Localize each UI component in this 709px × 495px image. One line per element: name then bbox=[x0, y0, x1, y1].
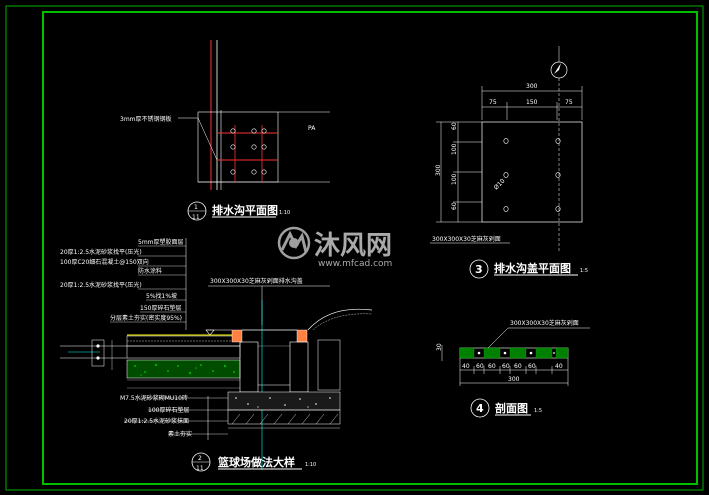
detail-1-number: 1 bbox=[194, 204, 198, 211]
detail-4-top-label: 300X300X30芝麻灰剁面 bbox=[510, 319, 579, 327]
watermark-url: www.mfcad.com bbox=[318, 259, 392, 269]
detail-2-upper-labels: 5mm厚塑胶面层 20厚1:2.5水泥砂浆找平(压光) 100厚C20细石混凝土… bbox=[60, 238, 184, 322]
detail-4-dim-1: 40 bbox=[462, 363, 470, 370]
watermark-logo-icon bbox=[277, 226, 311, 260]
detail-2-sheet: 11 bbox=[196, 465, 204, 472]
detail-3-scale: 1:5 bbox=[580, 268, 588, 274]
detail-1-sheet: 11 bbox=[192, 214, 200, 221]
detail-2-scale: 1:10 bbox=[305, 462, 316, 468]
detail-3-bottom-label: 300X300X30芝麻灰剁面 bbox=[432, 235, 501, 243]
detail-2-title: 篮球场做法大样 bbox=[217, 455, 295, 469]
detail-2-left-break bbox=[60, 339, 127, 370]
detail-1-steel-label: 3mm厚不锈钢钢板 bbox=[120, 115, 172, 123]
detail-3-side-dim-4: 60 bbox=[451, 202, 458, 210]
detail-3-top-total: 300 bbox=[526, 83, 538, 90]
detail-3-top-dim-1: 75 bbox=[489, 99, 497, 106]
detail-4-dim-4: 60 bbox=[502, 363, 510, 370]
detail-4-title-circle bbox=[470, 398, 490, 418]
detail-4-dim-2: 60 bbox=[476, 363, 484, 370]
detail-4-dim-7: 40 bbox=[555, 363, 563, 370]
detail-1-title: 排水沟平面图 bbox=[212, 203, 278, 217]
detail-4-title: 剖面图 bbox=[495, 401, 528, 415]
detail-3-cover-plan: 300 75 150 75 Ø10 300 60 100 100 60 300X… bbox=[430, 46, 588, 279]
detail-1-plan: 3mm厚不锈钢钢板 PA 1 11 排水沟平面图 1:10 bbox=[120, 40, 330, 221]
layer-label-6: 5%找1%坡 bbox=[146, 292, 177, 300]
watermark: 沐风网 www.mfcad.com bbox=[277, 226, 392, 269]
drawing-border-inner bbox=[42, 11, 698, 485]
detail-2-section: 5mm厚塑胶面层 20厚1:2.5水泥砂浆找平(压光) 100厚C20细石混凝土… bbox=[60, 238, 373, 472]
detail-4-total: 300 bbox=[508, 376, 520, 383]
detail-4-dim-6: 60 bbox=[528, 363, 536, 370]
lower-label-4: 素土夯实 bbox=[168, 430, 192, 438]
detail-3-title-circle bbox=[469, 259, 489, 279]
detail-3-side-dim-2: 100 bbox=[451, 143, 458, 155]
layer-label-3: 100厚C20细石混凝土@150双向 bbox=[60, 258, 149, 266]
layer-label-7: 150厚碎石垫层 bbox=[140, 304, 181, 312]
lower-label-2: 100厚碎石垫层 bbox=[148, 406, 189, 414]
layer-label-2: 20厚1:2.5水泥砂浆找平(压光) bbox=[60, 248, 142, 256]
detail-3-side-dim-3: 100 bbox=[451, 173, 458, 185]
detail-3-top-dim-2: 150 bbox=[526, 99, 538, 106]
detail-3-side-total: 300 bbox=[435, 164, 442, 176]
detail-2-number: 2 bbox=[198, 455, 202, 462]
detail-3-number: 3 bbox=[475, 263, 483, 276]
lower-label-1: M7.5水泥砂浆砌MU10砖 bbox=[120, 394, 188, 402]
detail-3-title: 排水沟盖平面图 bbox=[494, 261, 571, 275]
layer-label-4: 防水涂料 bbox=[138, 267, 162, 275]
detail-1-scale: 1:10 bbox=[279, 210, 290, 216]
detail-4-dim-5: 60 bbox=[514, 363, 522, 370]
detail-3-top-dim-3: 75 bbox=[565, 99, 573, 106]
detail-3-side-dim-1: 60 bbox=[451, 122, 458, 130]
lower-label-3: 20厚1:2.5水泥砂浆抹面 bbox=[124, 417, 189, 425]
detail-4-dim-3: 60 bbox=[488, 363, 496, 370]
detail-2-top-label: 300X300X30芝麻灰剁面排水沟盖 bbox=[210, 277, 303, 285]
detail-4-section: 300X300X30芝麻灰剁面 30 40 60 bbox=[436, 319, 590, 418]
drawing-border-outer bbox=[5, 5, 704, 491]
watermark-brand: 沐风网 bbox=[314, 231, 392, 261]
detail-4-side-dim: 30 bbox=[436, 343, 443, 351]
layer-label-8: 分层素土夯实(密实度95%) bbox=[110, 314, 182, 322]
layer-label-1: 5mm厚塑胶面层 bbox=[138, 238, 184, 246]
detail-2-gravel-layer bbox=[126, 359, 241, 379]
layer-label-5: 20厚1:2.5水泥砂浆找平(压光) bbox=[60, 281, 142, 289]
detail-1-pa-label: PA bbox=[308, 125, 316, 132]
detail-4-scale: 1:5 bbox=[534, 408, 542, 414]
detail-2-base-gravel bbox=[227, 391, 341, 411]
detail-4-number: 4 bbox=[476, 402, 484, 415]
